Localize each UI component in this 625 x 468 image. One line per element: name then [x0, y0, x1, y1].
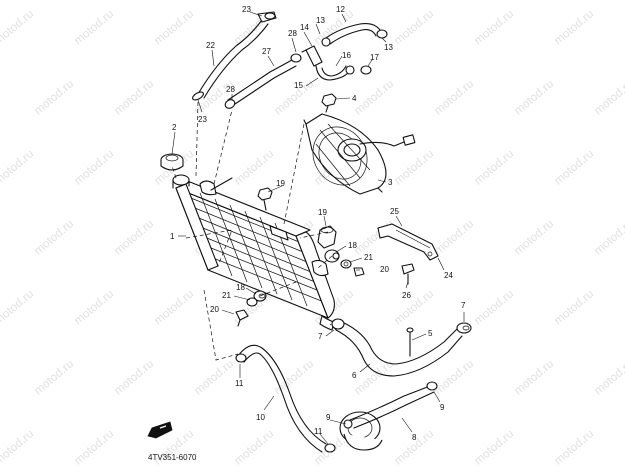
callout-18-left: 18: [236, 283, 245, 292]
callout-28-lower: 28: [226, 85, 235, 94]
callout-15: 15: [294, 81, 303, 90]
callout-6: 6: [352, 371, 357, 380]
hose-6: [335, 321, 463, 377]
callout-2: 2: [172, 123, 177, 132]
callout-11-lower: 11: [314, 427, 323, 436]
callout-27: 27: [262, 47, 271, 56]
hose-10: [237, 344, 327, 453]
callout-12: 12: [336, 5, 345, 14]
clamp-9-right: [426, 381, 438, 391]
hose-27: [227, 59, 297, 107]
bolt-19-lower: [317, 225, 337, 249]
radiator-cap: [160, 153, 184, 171]
callout-14: 14: [300, 23, 309, 32]
callout-16: 16: [342, 51, 351, 60]
clamp-11-upper: [235, 353, 247, 363]
callout-20-left: 20: [210, 305, 219, 314]
clamp-7-left: [331, 318, 345, 330]
bolt-26: [401, 263, 415, 285]
clamp-23-upper: [264, 12, 276, 20]
clamp-28-upper: [290, 53, 302, 63]
clamp-9-left: [343, 419, 353, 429]
bolt-20-right: [353, 267, 365, 277]
joint-14: [301, 45, 323, 67]
callout-11-upper: 11: [235, 379, 244, 388]
callout-19-lower: 19: [318, 208, 327, 217]
assembly-lines: [171, 101, 337, 361]
callout-22: 22: [206, 41, 215, 50]
callout-13-right: 13: [384, 43, 393, 52]
callout-8: 8: [412, 433, 417, 442]
callout-7-left: 7: [318, 332, 323, 341]
hose-12: [325, 23, 381, 45]
front-arrow-icon: [147, 421, 173, 439]
callout-1: 1: [170, 232, 175, 241]
collar-21-left: [246, 297, 258, 307]
callout-18-right: 18: [348, 241, 357, 250]
clamp-28-lower: [224, 99, 236, 109]
radiator: [172, 174, 335, 331]
hose-15-16: [315, 65, 355, 81]
clamp-13-right: [376, 29, 388, 39]
callout-19-upper: 19: [276, 179, 285, 188]
callout-21-right: 21: [364, 253, 373, 262]
callout-labels: 1 2 3 4 5 6 7 7 8 9 9 10 11 11 12 13 13 …: [170, 5, 466, 442]
callout-7-right: 7: [461, 301, 466, 310]
bolt-19-upper: [257, 187, 273, 211]
clamp-23-lower: [192, 91, 204, 101]
callout-9-left: 9: [326, 413, 331, 422]
callout-4: 4: [352, 94, 357, 103]
callout-9-right: 9: [440, 403, 445, 412]
callout-10: 10: [256, 413, 265, 422]
clamp-7-right: [456, 322, 472, 334]
water-pump: [339, 411, 383, 451]
callout-23-lower: 23: [198, 115, 207, 124]
callout-5: 5: [428, 329, 433, 338]
clamp-13-left: [321, 37, 331, 47]
diagram-code: 4TV351-6070: [148, 453, 197, 462]
collar-21-right: [340, 259, 352, 269]
callout-3: 3: [388, 178, 393, 187]
callout-21-left: 21: [222, 291, 231, 300]
callout-25: 25: [390, 207, 399, 216]
plug-17: [360, 65, 372, 75]
fan-assembly: [303, 113, 416, 195]
callout-28-upper: 28: [288, 29, 297, 38]
leader-lines: [171, 11, 465, 445]
callout-24: 24: [444, 271, 453, 280]
callout-13-left: 13: [316, 16, 325, 25]
callout-20-right: 20: [380, 265, 389, 274]
sensor-5: [406, 327, 414, 357]
bracket-25: [377, 223, 439, 261]
callout-23-upper: 23: [242, 5, 251, 14]
bolt-20-left: [235, 309, 249, 327]
clamp-11-lower: [324, 443, 336, 453]
callout-17: 17: [370, 53, 379, 62]
callout-26: 26: [402, 291, 411, 300]
bolt-4: [321, 93, 337, 113]
hose-8: [349, 385, 435, 429]
